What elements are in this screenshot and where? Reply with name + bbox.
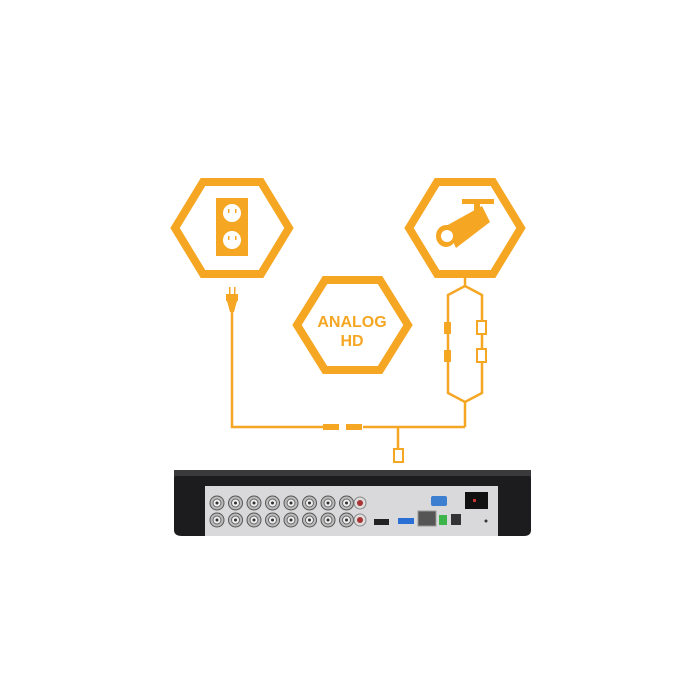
security-camera-icon xyxy=(436,199,494,248)
bnc-port xyxy=(339,495,354,511)
bnc-port xyxy=(283,495,299,511)
camera-hexagon xyxy=(404,178,526,278)
hd-label: HD xyxy=(340,333,363,350)
analog-hd-hexagon: ANALOG HD xyxy=(292,276,413,374)
hdmi-port xyxy=(374,519,389,525)
bnc-port xyxy=(320,512,336,528)
bnc-port xyxy=(246,512,262,528)
alarm-terminal xyxy=(439,515,447,525)
camera-cable xyxy=(396,278,484,449)
vga-port xyxy=(431,496,447,506)
bnc-port xyxy=(246,495,262,511)
bnc-ports xyxy=(209,495,354,528)
ethernet-port xyxy=(417,510,437,527)
power-switch[interactable] xyxy=(465,492,488,509)
analog-label: ANALOG xyxy=(317,314,386,331)
bnc-port xyxy=(228,495,243,511)
dvr-rear-panel xyxy=(205,486,498,536)
bnc-port xyxy=(265,512,280,528)
cable-connectors xyxy=(323,424,362,430)
outlet-hexagon xyxy=(170,178,294,278)
video-connectors xyxy=(393,320,487,463)
bnc-port xyxy=(302,512,317,528)
bnc-port xyxy=(265,495,280,511)
power-cable xyxy=(230,310,465,429)
rca-audio-ports xyxy=(353,496,367,527)
power-outlet-icon xyxy=(216,198,248,256)
bnc-port xyxy=(339,512,354,528)
power-jack xyxy=(451,514,461,525)
bnc-port xyxy=(283,512,299,528)
bnc-port xyxy=(209,512,225,528)
bnc-port xyxy=(302,495,317,511)
bnc-port xyxy=(209,495,225,511)
bnc-port xyxy=(228,512,243,528)
usb-port xyxy=(398,518,414,524)
bnc-port xyxy=(320,495,336,511)
dvr-recorder xyxy=(174,470,531,536)
power-plug-icon xyxy=(226,287,238,312)
